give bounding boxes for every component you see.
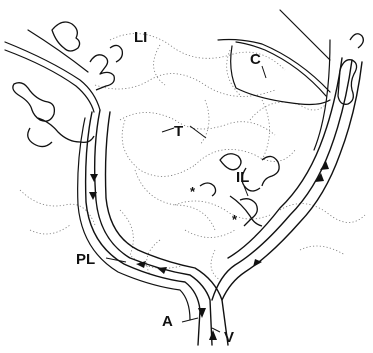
arrow-bottom-mid: [157, 267, 167, 274]
label-il: IL: [236, 169, 249, 186]
label-c: C: [250, 51, 261, 68]
lymphatic-vessels: [13, 22, 363, 226]
upper-left-vessels: [5, 30, 100, 112]
asterisk-left: *: [190, 184, 196, 199]
arrow-left-1: [90, 174, 98, 182]
label-v: V: [224, 329, 234, 346]
flow-arrows: [89, 161, 329, 340]
asterisk-right: *: [232, 212, 238, 227]
arrow-v: [209, 330, 217, 340]
label-pl: PL: [76, 251, 95, 268]
label-li: LI: [134, 29, 147, 46]
tissue-network: [20, 34, 365, 280]
leader-t: [190, 126, 206, 138]
leader-t-2: [162, 128, 174, 132]
leader-c: [262, 66, 266, 78]
label-a: A: [162, 313, 173, 330]
label-t: T: [174, 123, 183, 140]
left-vessel-trunk: [78, 110, 228, 345]
